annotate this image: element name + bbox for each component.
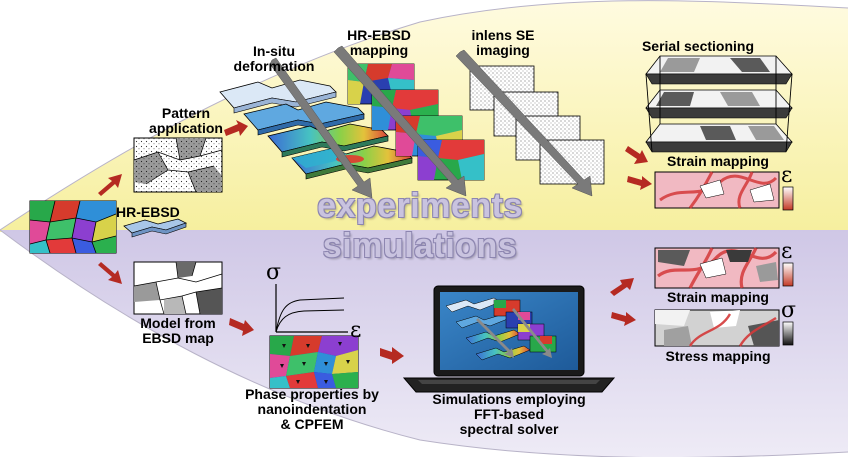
strain-mapping-bottom-label: Strain mapping — [667, 289, 769, 305]
pattern-label-line1: Pattern — [161, 105, 211, 121]
strain-map-top — [654, 171, 794, 211]
sigma-symbol-stress: σ — [781, 298, 797, 323]
sim-caption-line1: Simulations employing — [432, 391, 586, 407]
pattern-application-label: Pattern application — [140, 106, 232, 136]
phase-properties-map — [269, 335, 359, 389]
gray-arrows-top — [269, 45, 593, 199]
serial-sectioning-label: Serial sectioning — [641, 38, 755, 54]
red-arrows-top — [98, 120, 652, 196]
phase-label-line2: nanoindentation — [257, 401, 367, 417]
experiments-heading: experiments — [317, 187, 523, 225]
stress-strain-plot — [275, 284, 348, 333]
small-specimen — [123, 218, 188, 238]
sim-caption-line2: FFT-based — [473, 406, 544, 422]
phase-properties-label: Phase properties by nanoindentation & CP… — [232, 387, 392, 432]
model-label-line1: Model from — [140, 315, 216, 331]
stress-mapping-label: Stress mapping — [665, 348, 771, 364]
red-arrows-bottom — [98, 262, 636, 364]
phase-label-line1: Phase properties by — [245, 386, 379, 402]
hr-ebsd-mapping-stack — [347, 63, 485, 181]
hr-ebsd-label: HR-EBSD — [116, 204, 180, 220]
phase-label-line3: & CPFEM — [280, 416, 344, 432]
strain-mapping-top-label: Strain mapping — [667, 153, 769, 169]
hr-ebsd-mapping-label: HR-EBSD mapping — [334, 28, 424, 58]
inlens-label: inlens SE imaging — [458, 28, 548, 58]
stress-map — [654, 309, 794, 347]
sim-caption-line3: spectral solver — [459, 421, 559, 437]
simulations-heading: simulations — [322, 227, 518, 265]
epsilon-symbol-axis: ε — [350, 318, 362, 343]
serial-sectioning-stack — [645, 55, 793, 153]
hr-ebsd-mapping-label-line1: HR-EBSD — [347, 27, 411, 43]
model-label: Model from EBSD map — [128, 316, 228, 346]
sigma-symbol-axis: σ — [266, 260, 282, 285]
epsilon-symbol-bottom: ε — [781, 239, 793, 264]
hr-ebsd-map — [29, 200, 117, 254]
pattern-label-line2: application — [149, 120, 223, 136]
pattern-panel — [133, 137, 223, 193]
in-situ-label-line1: In-situ — [253, 43, 295, 59]
laptop — [402, 285, 616, 393]
strain-map-bottom — [654, 247, 794, 289]
inlens-label-line1: inlens SE — [471, 27, 535, 43]
in-situ-label: In-situ deformation — [232, 44, 316, 74]
epsilon-symbol-top: ε — [781, 163, 793, 188]
inlens-label-line2: imaging — [476, 42, 530, 58]
model-label-line2: EBSD map — [142, 330, 214, 346]
hr-ebsd-mapping-label-line2: mapping — [349, 42, 409, 58]
simulations-caption: Simulations employing FFT-based spectral… — [414, 392, 604, 437]
in-situ-label-line2: deformation — [233, 58, 315, 74]
model-map — [133, 261, 223, 315]
